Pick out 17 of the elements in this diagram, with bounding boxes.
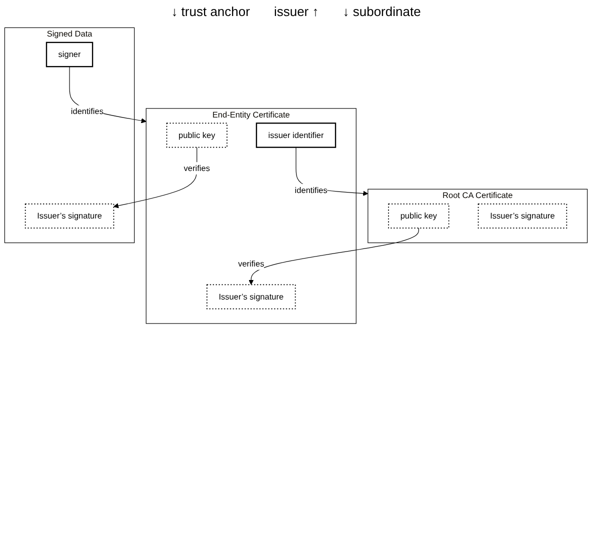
node-box: signer [46,42,94,68]
edge-label: verifies [238,258,264,268]
note-text: ↓ subordinate [342,4,421,19]
node-box: issuer identifier [256,122,336,148]
node-box: Issuer’s signature [478,203,568,228]
note-text: issuer ↑ [274,4,319,19]
edge-label: identifies [70,106,104,116]
edge-label: identifies [294,185,328,195]
arrow [69,66,146,124]
node-box: Issuer’s signature [24,203,114,228]
note-text: ↓ trust anchor [171,4,250,19]
node-box: public key [388,203,450,228]
arrow [248,228,419,285]
node-box: Issuer’s signature [206,284,296,310]
edge-label: verifies [184,163,210,173]
arrow [113,147,198,208]
node-box: public key [166,122,228,148]
